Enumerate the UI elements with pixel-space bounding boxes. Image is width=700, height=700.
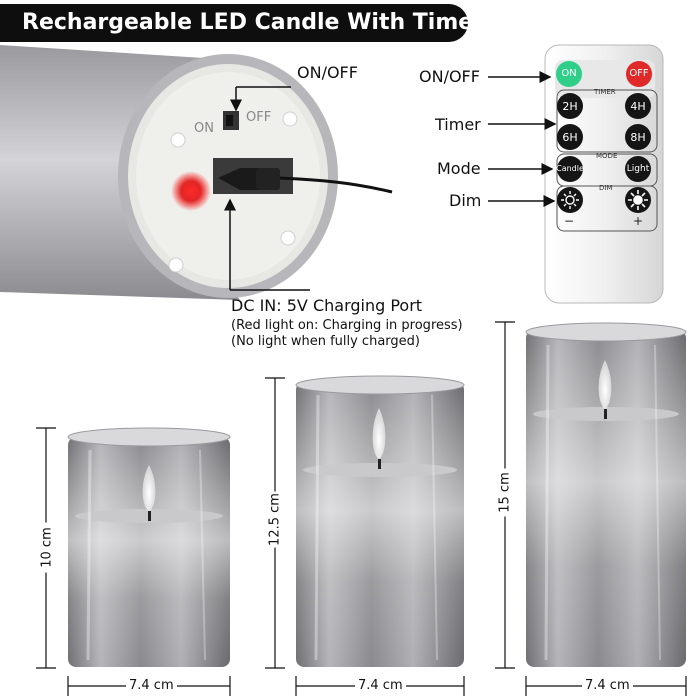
callout-arrows bbox=[224, 71, 557, 291]
callout-timer: Timer bbox=[435, 115, 481, 134]
callout-onoff: ON/OFF bbox=[419, 67, 480, 86]
remote-off-text: OFF bbox=[629, 68, 649, 79]
remote-6h-text: 6H bbox=[562, 131, 578, 144]
candle-medium bbox=[295, 375, 465, 667]
switch-off-label: OFF bbox=[246, 110, 272, 125]
remote-candle-text: Candle bbox=[556, 164, 584, 173]
remote-6h-button bbox=[557, 124, 583, 150]
width-label-large: 7.4 cm bbox=[582, 678, 633, 693]
sun-bright-icon bbox=[628, 190, 648, 210]
switch-on-label: ON bbox=[194, 121, 214, 136]
height-label-large: 15 cm bbox=[497, 468, 513, 517]
candle-small bbox=[67, 427, 231, 667]
callout-dim: Dim bbox=[449, 191, 482, 210]
callout-mode: Mode bbox=[437, 159, 481, 178]
remote-dim-minus-text: − bbox=[564, 214, 575, 228]
width-label-medium: 7.4 cm bbox=[355, 678, 406, 693]
remote-light-button bbox=[625, 156, 651, 182]
remote-8h-button bbox=[625, 124, 651, 150]
remote-dim-section: DIM bbox=[599, 184, 613, 192]
remote-on-text: ON bbox=[561, 68, 577, 79]
remote-2h-text: 2H bbox=[562, 100, 578, 113]
remote-light-text: Light bbox=[626, 164, 650, 174]
remote-timer-section: TIMER bbox=[594, 88, 616, 96]
remote-off-button bbox=[626, 61, 652, 87]
charging-line1: (Red light on: Charging in progress) bbox=[231, 318, 463, 333]
remote-4h-text: 4H bbox=[630, 100, 646, 113]
charging-title: DC IN: 5V Charging Port bbox=[231, 296, 423, 315]
remote-mode-section: MODE bbox=[596, 152, 618, 160]
sun-dim-icon bbox=[561, 191, 579, 209]
remote-control bbox=[544, 44, 664, 304]
red-charging-light bbox=[171, 171, 211, 211]
remote-8h-text: 8H bbox=[630, 131, 646, 144]
charging-line2: (No light when fully charged) bbox=[231, 334, 420, 349]
remote-2h-button bbox=[557, 93, 583, 119]
candle-large bbox=[525, 322, 687, 667]
height-label-medium: 12.5 cm bbox=[267, 491, 283, 548]
width-label-small: 7.4 cm bbox=[126, 678, 177, 693]
remote-on-button bbox=[556, 61, 582, 87]
flame-icon bbox=[598, 360, 612, 410]
remote-dim-plus-text: + bbox=[633, 214, 644, 228]
candle-bottom-closeup bbox=[0, 45, 393, 300]
flame-icon bbox=[142, 465, 156, 512]
height-label-small: 10 cm bbox=[39, 522, 55, 573]
remote-candle-button bbox=[557, 156, 583, 182]
flame-icon bbox=[372, 408, 386, 460]
onoff-label: ON/OFF bbox=[297, 63, 358, 82]
remote-4h-button bbox=[625, 93, 651, 119]
page-title: Rechargeable LED Candle With Timer bbox=[0, 4, 484, 42]
remote-dim-minus-button bbox=[557, 187, 583, 213]
